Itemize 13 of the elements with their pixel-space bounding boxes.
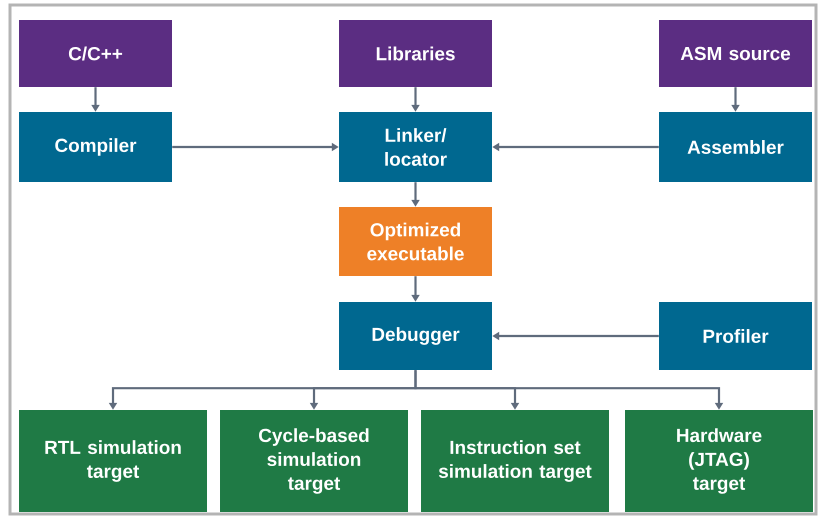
target-box: Cycle-based simulation target [220, 410, 408, 512]
target-box: Hardware (JTAG) target [625, 410, 813, 512]
target-box: RTL simulation target [19, 410, 207, 512]
source-box: C/C++ [19, 20, 172, 87]
tool-box: Debugger [339, 302, 492, 370]
source-box: Libraries [339, 20, 492, 87]
tool-box: Profiler [659, 302, 812, 370]
tool-box: Linker/ locator [339, 112, 492, 182]
tool-box: Assembler [659, 112, 812, 182]
tool-box: Compiler [19, 112, 172, 182]
target-box: Instruction set simulation target [421, 410, 609, 512]
executable-box: Optimized executable [339, 207, 492, 276]
source-box: ASM source [659, 20, 812, 87]
